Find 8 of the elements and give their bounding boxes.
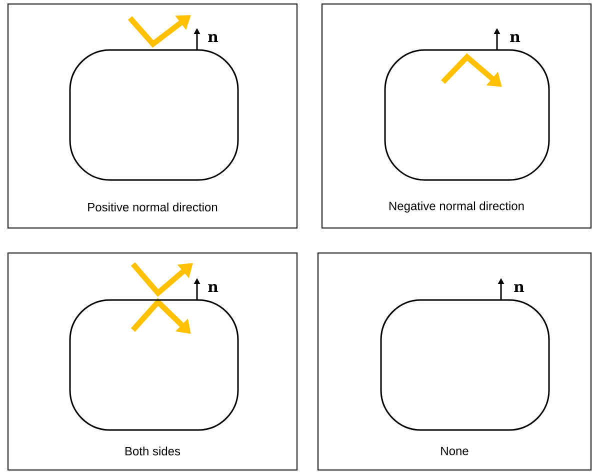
normal-label: n [208, 284, 218, 292]
normal-label: n [208, 34, 218, 42]
rounded-shape [69, 49, 239, 181]
rounded-shape [69, 299, 239, 431]
normal-label: n [510, 34, 520, 42]
rounded-shape [384, 49, 550, 181]
rounded-shape [380, 299, 550, 431]
normal-label: n [514, 284, 524, 292]
